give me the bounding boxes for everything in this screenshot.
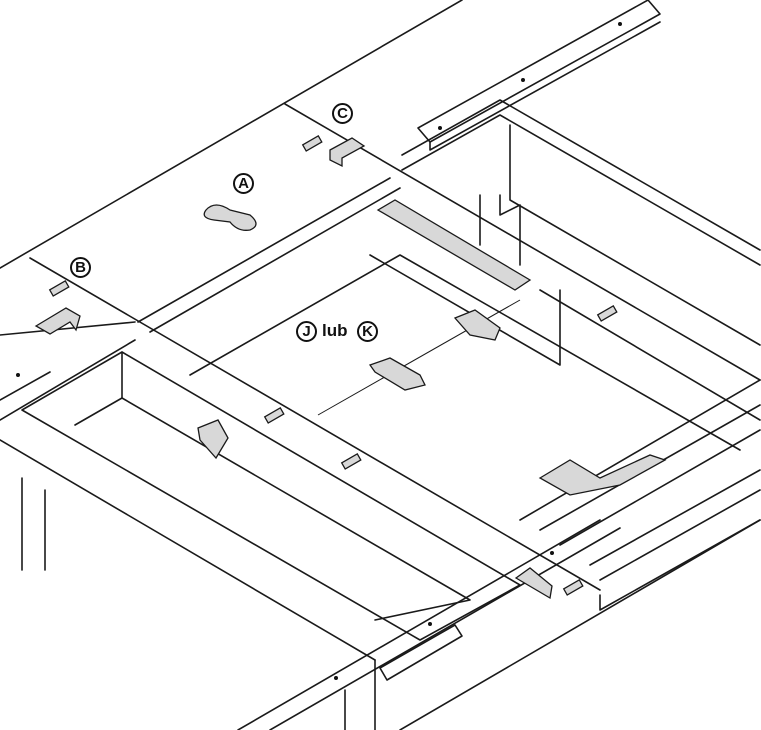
label-a: A <box>233 173 254 194</box>
lock-j <box>368 357 426 391</box>
dowel-2 <box>340 453 362 470</box>
inner-frame <box>189 194 761 566</box>
dowel-3 <box>596 305 618 322</box>
hardware-parts <box>34 135 667 600</box>
label-c: C <box>332 103 353 124</box>
table-top-outline <box>0 0 761 591</box>
plate-a <box>203 204 257 231</box>
dowel-4 <box>562 579 584 596</box>
label-j: J <box>296 321 317 342</box>
bracket-b <box>34 307 81 335</box>
dowel-1 <box>263 407 285 424</box>
lock-k <box>453 309 501 341</box>
bottom-rail <box>16 373 761 730</box>
bracket-bottom <box>514 567 553 600</box>
handle-plate <box>538 454 667 496</box>
center-line <box>317 299 521 416</box>
label-or: lub <box>322 321 348 340</box>
top-right-rail <box>401 0 761 346</box>
label-k: K <box>357 321 378 342</box>
left-leaf-frame <box>0 351 521 661</box>
clip-c <box>329 137 366 168</box>
bracket-left <box>197 419 229 460</box>
slide-mechanism <box>376 199 532 291</box>
dowel-c <box>301 135 323 152</box>
label-b: B <box>70 257 91 278</box>
dowel-b <box>48 280 70 297</box>
